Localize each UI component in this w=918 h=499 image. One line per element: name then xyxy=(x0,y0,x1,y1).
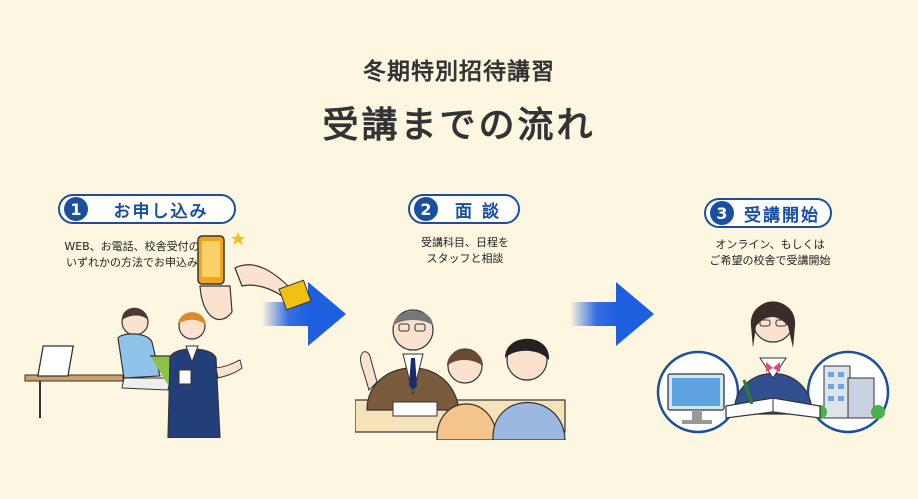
step-1-desc-line2: いずれかの方法でお申込み xyxy=(66,256,198,269)
page-subtitle: 冬期特別招待講習 xyxy=(363,59,555,85)
monitor-icon xyxy=(656,350,740,434)
application-illustration xyxy=(24,232,312,438)
step-1-label: お申し込み xyxy=(113,201,209,222)
page-title: 受講までの流れ xyxy=(322,105,596,146)
step-2-badge: 2 面 談 xyxy=(408,194,520,224)
parent-person xyxy=(436,348,498,440)
step-2-description: 受講科目、日程を スタッフと相談 xyxy=(395,235,535,267)
smartphone-icon xyxy=(197,235,225,285)
step-2-number: 2 xyxy=(414,197,438,221)
step-3-label: 受講開始 xyxy=(744,205,820,226)
step-1-badge: 1 お申し込み xyxy=(58,194,236,224)
arrow-step2-to-step3-icon xyxy=(570,282,654,346)
staff-person xyxy=(360,309,460,411)
student-girl xyxy=(733,301,813,415)
step-2-desc-line1: 受講科目、日程を xyxy=(421,236,509,249)
step-3-desc-line2: ご希望の校舎で受講開始 xyxy=(709,254,831,267)
step-3-number: 3 xyxy=(710,201,734,225)
step-3-description: オンライン、もしくは ご希望の校舎で受講開始 xyxy=(690,237,850,269)
step-2-desc-line2: スタッフと相談 xyxy=(426,252,504,265)
student-person xyxy=(492,338,566,440)
step-1-desc-line1: WEB、お電話、校舎受付の xyxy=(64,240,200,253)
school-building-icon xyxy=(806,350,890,434)
step-3-badge: 3 受講開始 xyxy=(704,198,832,228)
step-1-number: 1 xyxy=(64,197,88,221)
interview-illustration xyxy=(355,309,566,440)
step-2-label: 面 談 xyxy=(455,201,501,222)
step-3-desc-line1: オンライン、もしくは xyxy=(715,238,825,251)
attending-class-illustration xyxy=(656,301,890,434)
step-1-description: WEB、お電話、校舎受付の いずれかの方法でお申込み xyxy=(52,239,212,271)
